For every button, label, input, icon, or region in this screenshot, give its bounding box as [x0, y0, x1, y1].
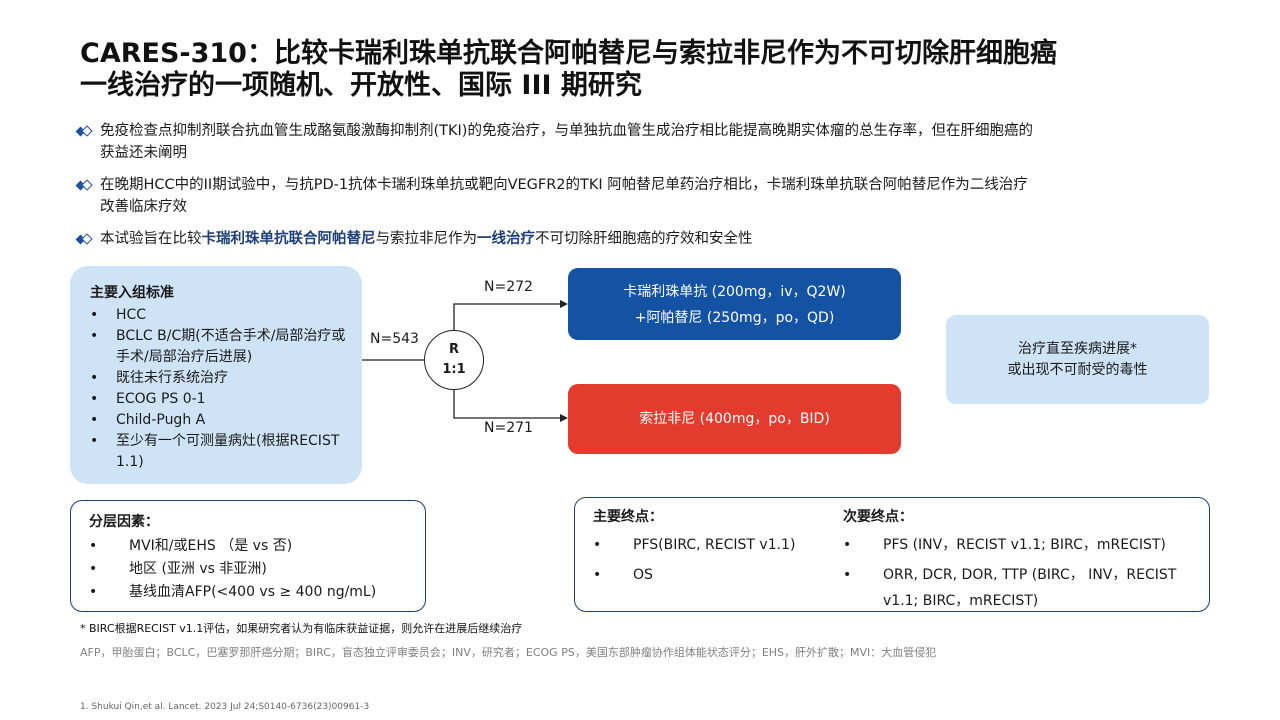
background-bullet-3: 本试验旨在比较卡瑞利珠单抗联合阿帕替尼与索拉非尼作为一线治疗不可切除肝细胞癌的疗…: [75, 228, 1036, 250]
randomization-label: R: [448, 342, 459, 357]
bullet-3-post: 不可切除肝细胞癌的疗效和安全性: [535, 231, 753, 247]
treatment-line-1: 治疗直至疾病进展*: [1018, 341, 1137, 357]
arm1-line-1: 卡瑞利珠单抗 (200mg，iv，Q2W): [623, 284, 846, 300]
arm2-n-label: N=271: [484, 420, 533, 436]
list-item: •PFS (INV，RECIST v1.1; BIRC，mRECIST): [843, 537, 1166, 553]
list-item: •BCLC B/C期(不适合手术/局部治疗或手术/局部治疗后进展): [90, 328, 346, 365]
arm1-line-2: +阿帕替尼 (250mg，po，QD): [634, 310, 835, 326]
primary-heading: 主要终点：: [593, 509, 663, 525]
list-item: •PFS(BIRC, RECIST v1.1): [593, 537, 796, 553]
stratification-heading: 分层因素：: [89, 514, 159, 530]
title-line-2: 一线治疗的一项随机、开放性、国际 III 期研究: [80, 70, 642, 101]
list-item: •既往未行系统治疗: [90, 370, 228, 386]
endpoints-box: 主要终点： •PFS(BIRC, RECIST v1.1) •OS 次要终点： …: [574, 497, 1210, 612]
background-bullet-1: 免疫检查点抑制剂联合抗血管生成酪氨酸激酶抑制剂(TKI)的免疫治疗，与单独抗血管…: [75, 120, 1036, 164]
inclusion-heading: 主要入组标准: [90, 285, 174, 301]
bullet-3-highlight-regimen: 卡瑞利珠单抗联合阿帕替尼: [201, 231, 376, 247]
list-item: •ECOG PS 0-1: [90, 391, 206, 407]
bullet-3-highlight-first-line: 一线治疗: [477, 231, 535, 247]
stratification-box: 分层因素： •MVI和/或EHS （是 vs 否) •地区 (亚洲 vs 非亚洲…: [70, 500, 426, 612]
list-item: •MVI和/或EHS （是 vs 否): [89, 538, 293, 554]
background-bullets: 免疫检查点抑制剂联合抗血管生成酪氨酸激酶抑制剂(TKI)的免疫治疗，与单独抗血管…: [75, 120, 1036, 260]
list-item: •地区 (亚洲 vs 非亚洲): [89, 561, 267, 577]
title-line-1: CARES-310：比较卡瑞利珠单抗联合阿帕替尼与索拉非尼作为不可切除肝细胞癌: [80, 38, 1057, 69]
list-item: •Child-Pugh A: [90, 412, 206, 428]
randomization-circle: R 1:1: [424, 330, 484, 390]
inclusion-list: •HCC •BCLC B/C期(不适合手术/局部治疗或手术/局部治疗后进展) •…: [90, 305, 350, 473]
list-item: •基线血清AFP(<400 vs ≥ 400 ng/mL): [89, 584, 377, 600]
abbreviations: AFP，甲胎蛋白；BCLC，巴塞罗那肝癌分期；BIRC，盲态独立评审委员会；IN…: [80, 646, 937, 659]
treatment-line-2: 或出现不可耐受的毒性: [1007, 362, 1148, 378]
secondary-endpoints: 次要终点： •PFS (INV，RECIST v1.1; BIRC，mRECIS…: [843, 506, 1193, 618]
list-item: •OS: [593, 567, 653, 583]
slide-title: CARES-310：比较卡瑞利珠单抗联合阿帕替尼与索拉非尼作为不可切除肝细胞癌 …: [80, 38, 1220, 102]
list-item: •ORR, DCR, DOR, TTP (BIRC， INV，RECIST v1…: [843, 567, 1177, 609]
arrow-arm2-icon: [560, 414, 568, 422]
footnote: * BIRC根据RECIST v1.1评估，如果研究者认为有临床获益证据，则允许…: [80, 622, 523, 635]
arm-sorafenib: 索拉非尼 (400mg，po，BID): [568, 384, 901, 454]
background-bullet-2: 在晚期HCC中的II期试验中，与抗PD-1抗体卡瑞利珠单抗或靶向VEGFR2的T…: [75, 174, 1036, 218]
bullet-2-text: 在晚期HCC中的II期试验中，与抗PD-1抗体卡瑞利珠单抗或靶向VEGFR2的T…: [100, 177, 1028, 215]
bullet-3-pre: 本试验旨在比较: [100, 231, 202, 247]
primary-endpoints: 主要终点： •PFS(BIRC, RECIST v1.1) •OS: [593, 506, 833, 592]
list-item: •HCC: [90, 307, 147, 323]
arrow-arm1-icon: [560, 300, 568, 308]
arm1-n-label: N=272: [484, 279, 533, 295]
bullet-1-text: 免疫检查点抑制剂联合抗血管生成酪氨酸激酶抑制剂(TKI)的免疫治疗，与单独抗血管…: [100, 123, 1033, 161]
treatment-duration-box: 治疗直至疾病进展* 或出现不可耐受的毒性: [946, 315, 1209, 404]
arm-camrelizumab-apatinib: 卡瑞利珠单抗 (200mg，iv，Q2W) +阿帕替尼 (250mg，po，QD…: [568, 268, 901, 340]
reference: 1. Shukui Qin,et al. Lancet. 2023 Jul 24…: [80, 702, 370, 712]
secondary-heading: 次要终点：: [843, 509, 913, 525]
line-r-to-arm1: [453, 303, 562, 330]
total-n-label: N=543: [370, 331, 419, 347]
inclusion-criteria-box: 主要入组标准 •HCC •BCLC B/C期(不适合手术/局部治疗或手术/局部治…: [70, 266, 362, 484]
line-r-to-arm2: [453, 390, 562, 419]
bullet-3-mid: 与索拉非尼作为: [375, 231, 478, 247]
randomization-ratio: 1:1: [442, 362, 466, 377]
list-item: •至少有一个可测量病灶(根据RECIST 1.1): [90, 433, 340, 470]
